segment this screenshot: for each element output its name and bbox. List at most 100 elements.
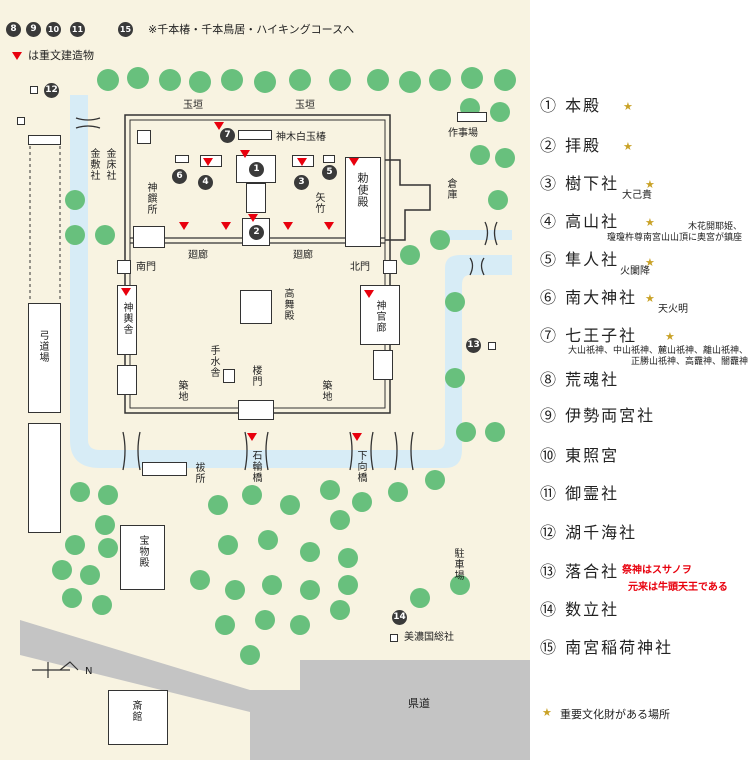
legend-item-12: ⑫ 湖千海社 bbox=[540, 523, 638, 542]
label-saikan: 斎館 bbox=[130, 700, 141, 722]
shrine-6 bbox=[175, 155, 189, 163]
annex-outline bbox=[385, 159, 431, 241]
badge-6: 6 bbox=[172, 169, 187, 184]
sakujiba-building bbox=[457, 112, 487, 122]
route-badge-15: 15 bbox=[118, 22, 133, 37]
honden-passage bbox=[246, 183, 266, 213]
shrine-5 bbox=[323, 155, 335, 163]
shinsensho-building bbox=[133, 226, 165, 248]
star-icon: ★ bbox=[623, 140, 633, 153]
legend-item-10: ⑩ 東照宮 bbox=[540, 446, 620, 465]
label-kanadoko: 金床社 bbox=[104, 148, 115, 181]
legend-note-5: 火闌降 bbox=[620, 266, 650, 277]
shinyosha-building bbox=[117, 285, 137, 355]
label-shinkanro: 神官廊 bbox=[374, 300, 385, 333]
label-shimomuki: 下向橋 bbox=[355, 450, 366, 483]
haraido-building bbox=[142, 462, 187, 476]
bridges bbox=[75, 117, 498, 471]
important-mark-icon bbox=[248, 214, 258, 222]
legend-item-2: ② 拝殿 bbox=[540, 136, 602, 155]
label-kobu: 高舞殿 bbox=[282, 288, 293, 321]
chokushiden-building bbox=[345, 157, 381, 247]
star-icon: ★ bbox=[645, 216, 655, 229]
label-romon: 楼門 bbox=[250, 365, 261, 387]
shrine-12-marker bbox=[30, 86, 38, 94]
legend-note-7: 大山祇神、中山祇神、麓山祇神、離山祇神、 正勝山祇神、高龗神、闇龗神 bbox=[567, 346, 748, 367]
label-kura: 倉庫 bbox=[445, 178, 456, 200]
label-kairo-2: 廻廊 bbox=[293, 250, 313, 261]
label-ishiwa: 石輪橋 bbox=[250, 450, 261, 483]
storage-east bbox=[373, 350, 393, 380]
legend-note-4: 木花開耶姫、 瓊瓊杵尊南宮山山頂に奥宮が鎮座 bbox=[606, 222, 742, 243]
important-mark-icon bbox=[349, 158, 359, 166]
label-chushajo: 駐車場 bbox=[452, 548, 463, 581]
badge-5: 5 bbox=[322, 165, 337, 180]
route-badge-9: 9 bbox=[26, 22, 41, 37]
important-mark-icon bbox=[352, 433, 362, 441]
legend-item-11: ⑪ 御霊社 bbox=[540, 484, 620, 503]
star-icon: ★ bbox=[665, 330, 675, 343]
label-tamagaki-2: 玉垣 bbox=[295, 100, 315, 111]
label-temizusha: 手水舎 bbox=[208, 345, 219, 378]
label-shinsensho: 神饌所 bbox=[145, 182, 156, 215]
legend-item-14: ⑭ 数立社 bbox=[540, 600, 620, 619]
label-haraido: 祓所 bbox=[193, 462, 204, 484]
shrine-7 bbox=[238, 130, 272, 140]
label-homotsuden: 宝物殿 bbox=[137, 535, 148, 568]
label-shinboku: 神木白玉椿 bbox=[276, 132, 326, 143]
important-mark-icon bbox=[214, 122, 224, 130]
label-tamagaki-1: 玉垣 bbox=[183, 100, 203, 111]
torii-icon bbox=[17, 117, 25, 125]
important-mark-icon bbox=[221, 222, 231, 230]
label-shinyosha: 神輿舎 bbox=[121, 302, 132, 335]
kyudojo-top bbox=[28, 135, 61, 145]
legend-mark-text: は重文建造物 bbox=[28, 49, 94, 62]
label-chokushiden: 勅使殿 bbox=[356, 172, 369, 208]
ochiai-note-2: 元来は牛頭天王である bbox=[628, 582, 728, 593]
star-icon: ★ bbox=[645, 292, 655, 305]
legend-item-3: ③ 樹下社 bbox=[540, 174, 620, 193]
saikan-building bbox=[108, 690, 168, 745]
route-note: ※千本椿・千本鳥居・ハイキングコースへ bbox=[148, 23, 355, 36]
map-graphics bbox=[20, 67, 530, 760]
north-arrow bbox=[32, 661, 79, 678]
badge-14: 14 bbox=[392, 610, 407, 625]
kyudojo-shed bbox=[28, 423, 61, 533]
kyudojo-building bbox=[28, 303, 61, 413]
badge-2: 2 bbox=[249, 225, 264, 240]
legend-item-5: ⑤ 隼人社 bbox=[540, 250, 620, 269]
minamimon-gate bbox=[117, 260, 131, 274]
badge-4: 4 bbox=[198, 175, 213, 190]
homotsuden-building bbox=[120, 525, 165, 590]
legend-item-1: ① 本殿 bbox=[540, 96, 602, 115]
route-badge-11: 11 bbox=[70, 22, 85, 37]
legend-item-4: ④ 高山社 bbox=[540, 212, 620, 231]
label-north: N bbox=[85, 666, 93, 677]
star-icon: ★ bbox=[645, 178, 655, 191]
legend-note-6: 天火明 bbox=[658, 304, 688, 315]
label-minamimon: 南門 bbox=[136, 262, 156, 273]
label-yatake: 矢竹 bbox=[313, 192, 324, 214]
badge-1: 1 bbox=[249, 162, 264, 177]
legend-note-3: 大己貴 bbox=[622, 190, 652, 201]
route-badge-10: 10 bbox=[46, 22, 61, 37]
stream bbox=[445, 230, 512, 240]
important-mark-icon bbox=[179, 222, 189, 230]
label-kyudojo: 弓道場 bbox=[37, 330, 48, 363]
shrine-14-marker bbox=[390, 634, 398, 642]
shrine-13-marker bbox=[488, 342, 496, 350]
important-mark-icon bbox=[203, 158, 213, 166]
badge-13: 13 bbox=[466, 338, 481, 353]
romon-gate bbox=[238, 400, 274, 420]
important-mark-icon bbox=[324, 222, 334, 230]
label-sakujiba: 作事場 bbox=[448, 128, 478, 139]
ochiai-note-1: 祭神はスサノヲ bbox=[622, 565, 692, 576]
legend-item-7: ⑦ 七王子社 bbox=[540, 326, 638, 345]
trees bbox=[52, 67, 516, 665]
legend-item-15: ⑮ 南宮稲荷神社 bbox=[540, 638, 674, 657]
badge-3: 3 bbox=[294, 175, 309, 190]
legend-item-6: ⑥ 南大神社 bbox=[540, 288, 638, 307]
badge-12: 12 bbox=[44, 83, 59, 98]
star-icon: ★ bbox=[623, 100, 633, 113]
storage-west bbox=[117, 365, 137, 395]
